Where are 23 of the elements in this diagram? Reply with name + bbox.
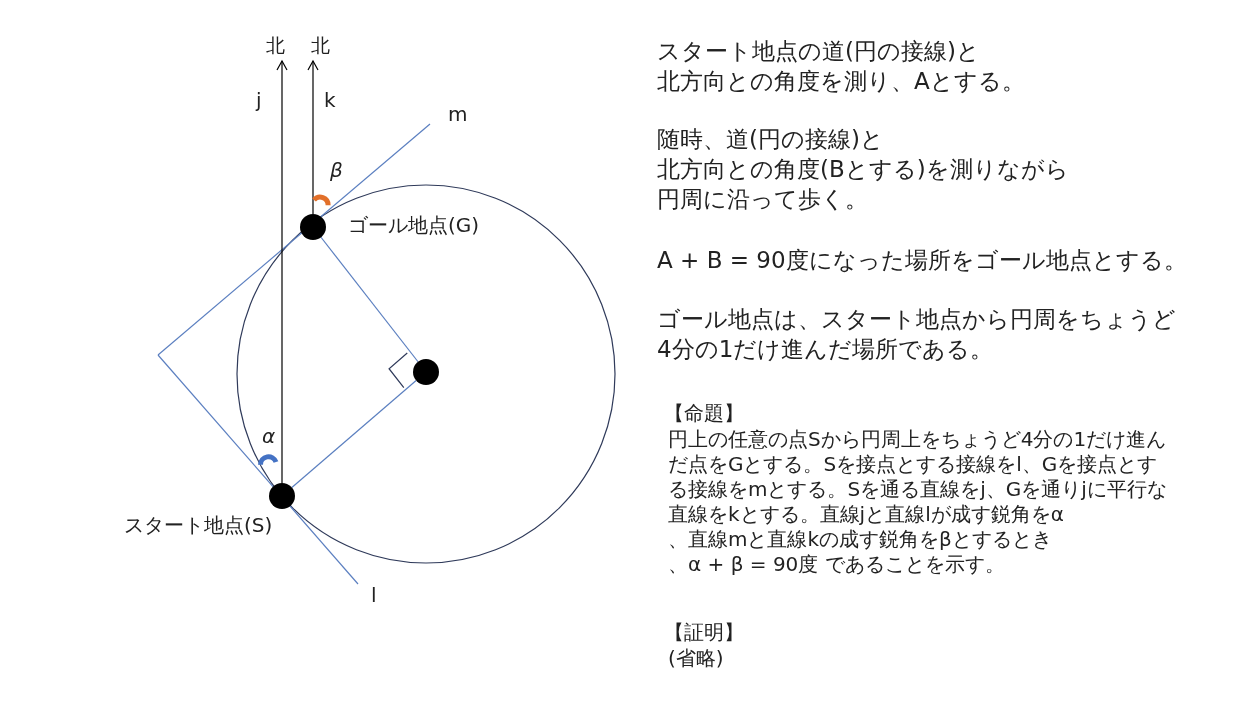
point-dot — [269, 483, 295, 509]
angle-label: α — [262, 424, 276, 448]
north-arrow — [276, 60, 288, 484]
section-heading: 【証明】 — [664, 619, 744, 646]
point-dot — [300, 214, 326, 240]
line-label: l — [371, 583, 377, 607]
note-text: スタート地点の道(円の接線)と北方向との角度を測り、Aとする。 — [657, 37, 1026, 96]
note-text: A + B = 90度になった場所をゴール地点とする。 — [657, 246, 1188, 275]
line-label: m — [448, 102, 468, 126]
point-label: スタート地点(S) — [124, 512, 273, 539]
direction-label: 北 — [311, 34, 330, 56]
north-arrow — [307, 60, 319, 215]
angle-label: β — [330, 158, 343, 182]
direction-label: 北 — [266, 34, 285, 56]
section-heading: 【命題】 — [664, 400, 744, 427]
note-text: (省略) — [668, 645, 724, 672]
radius-line — [291, 379, 417, 489]
point-dot — [413, 359, 439, 385]
radius-line — [320, 236, 419, 363]
proposition-text: 円上の任意の点Sから円周上をちょうど4分の1だけ進んだ点をGとする。Sを接点とする接線をl、Gを接点とする接線をmとする。Sを通る直線をj、Gを通りjに平行な直線をkとする。直線jと直線lが成す鋭角をα、直線mと直線kの成す鋭角をβとするとき、α + β = 90度 であることを示す。 — [668, 427, 1168, 577]
note-text: ゴール地点は、スタート地点から円周をちょうど4分の1だけ進んだ場所である。 — [657, 305, 1177, 364]
point-label: ゴール地点(G) — [348, 212, 480, 239]
note-text: 随時、道(円の接線)と北方向との角度(Bとする)を測りながら円周に沿って歩く。 — [657, 125, 1070, 214]
